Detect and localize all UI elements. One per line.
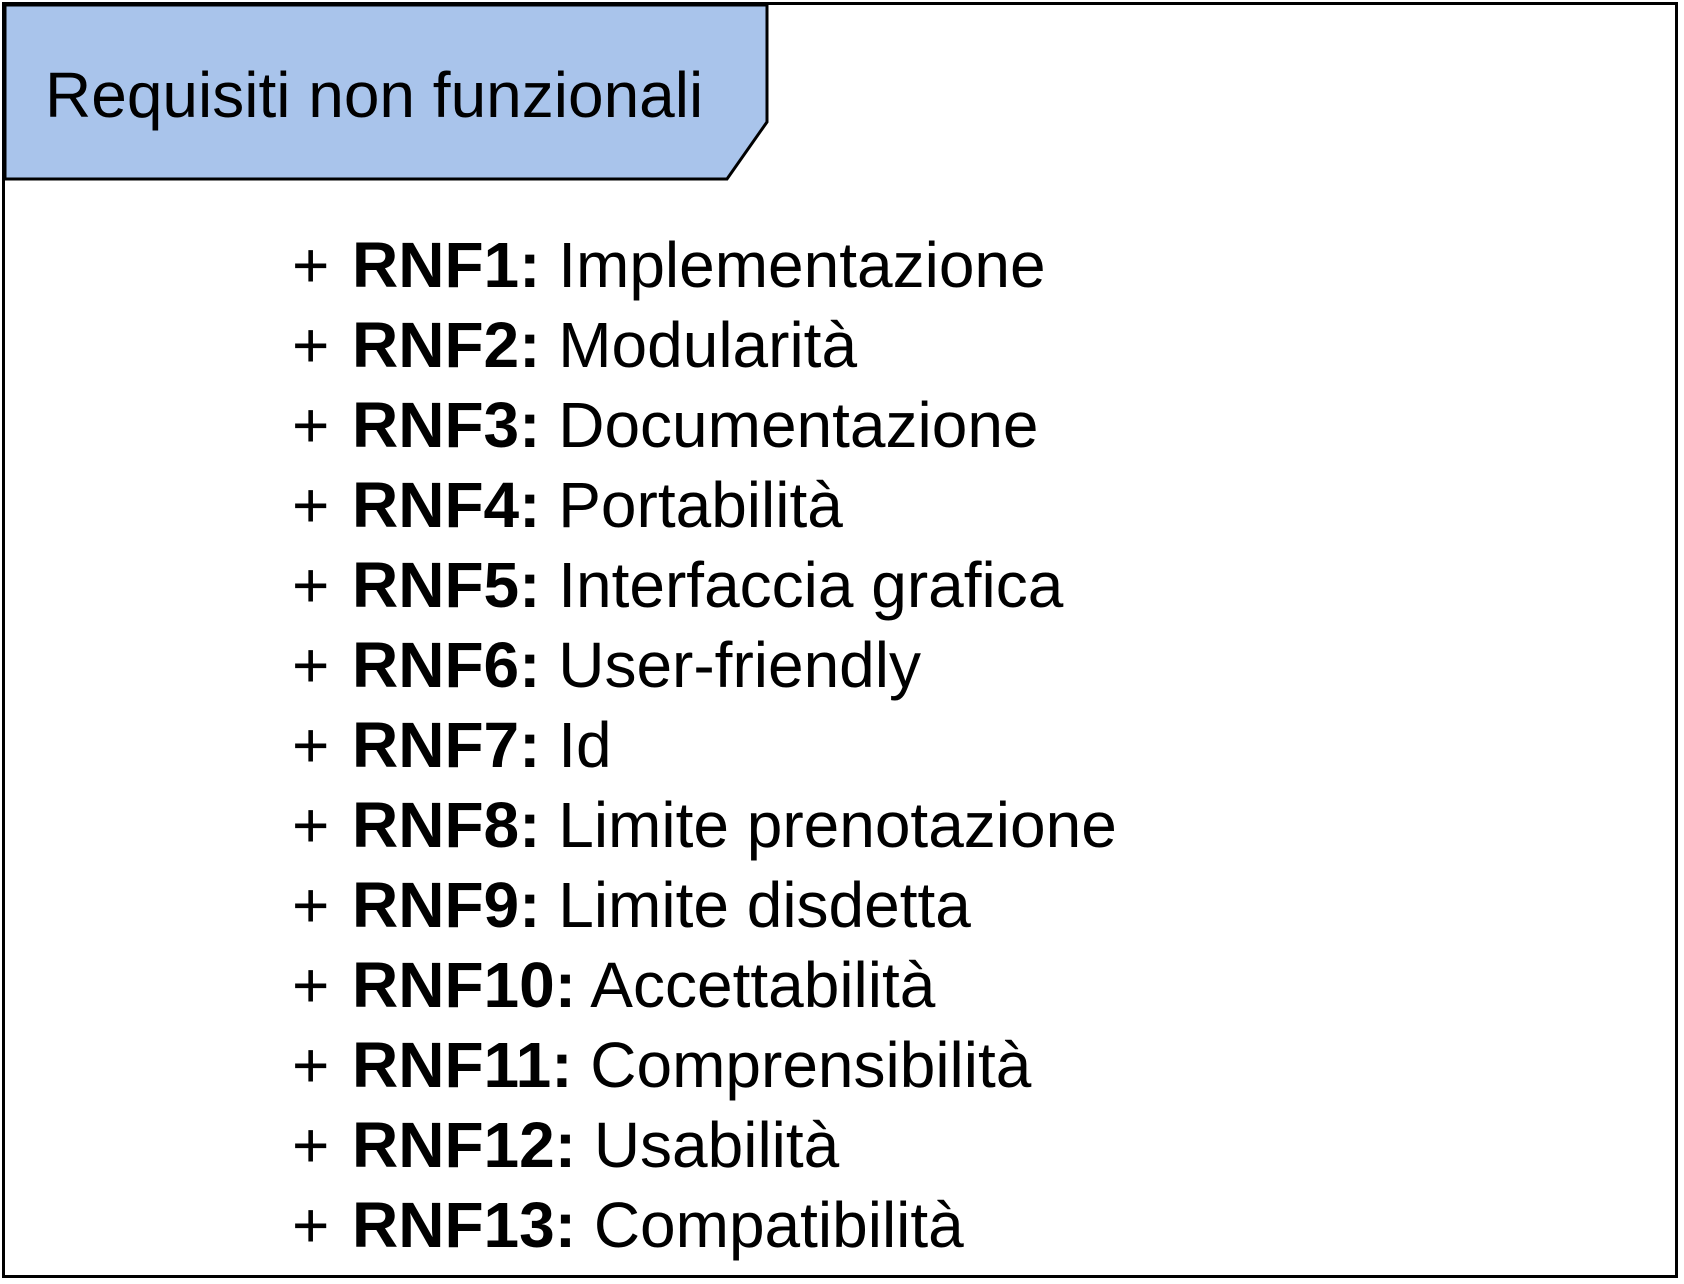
requirement-visibility: + — [292, 629, 330, 701]
requirement-name: Modularità — [558, 309, 858, 381]
requirement-item: + RNF12: Usabilità — [292, 1105, 1117, 1185]
requirement-id: RNF6: — [352, 629, 541, 701]
requirement-name: Compatibilità — [593, 1189, 964, 1261]
requirement-visibility: + — [292, 709, 330, 781]
requirement-visibility: + — [292, 469, 330, 541]
package-title: Requisiti non funzionali — [45, 59, 704, 131]
requirement-item: + RNF7: Id — [292, 705, 1117, 785]
requirement-id: RNF3: — [352, 389, 541, 461]
requirement-name: Documentazione — [558, 389, 1039, 461]
requirement-id: RNF9: — [352, 869, 541, 941]
requirement-name: Implementazione — [558, 229, 1046, 301]
requirement-item: + RNF11: Comprensibilità — [292, 1025, 1117, 1105]
requirement-name: Limite prenotazione — [558, 789, 1117, 861]
requirement-item: + RNF2: Modularità — [292, 305, 1117, 385]
requirement-visibility: + — [292, 1109, 330, 1181]
package-tab-shape — [5, 5, 769, 181]
requirements-list: + RNF1: Implementazione + RNF2: Modularità… — [292, 225, 1117, 1265]
requirement-visibility: + — [292, 949, 330, 1021]
requirement-id: RNF12: — [352, 1109, 577, 1181]
requirement-id: RNF11: — [352, 1029, 573, 1101]
requirement-visibility: + — [292, 869, 330, 941]
requirement-item: + RNF9: Limite disdetta — [292, 865, 1117, 945]
requirement-visibility: + — [292, 789, 330, 861]
requirement-name: Id — [558, 709, 612, 781]
requirement-id: RNF2: — [352, 309, 541, 381]
requirement-name: Limite disdetta — [558, 869, 971, 941]
requirement-id: RNF4: — [352, 469, 541, 541]
requirement-visibility: + — [292, 1029, 330, 1101]
requirement-name: Interfaccia grafica — [558, 549, 1064, 621]
package-tab — [5, 5, 769, 181]
requirement-id: RNF10: — [352, 949, 577, 1021]
requirement-visibility: + — [292, 229, 330, 301]
requirement-item: + RNF13: Compatibilità — [292, 1185, 1117, 1265]
requirement-visibility: + — [292, 1189, 330, 1261]
requirement-visibility: + — [292, 309, 330, 381]
requirement-visibility: + — [292, 389, 330, 461]
requirement-name: Usabilità — [593, 1109, 840, 1181]
requirement-name: Comprensibilità — [590, 1029, 1032, 1101]
requirement-name: User-friendly — [558, 629, 921, 701]
requirement-item: + RNF1: Implementazione — [292, 225, 1117, 305]
requirement-visibility: + — [292, 549, 330, 621]
requirement-item: + RNF10: Accettabilità — [292, 945, 1117, 1025]
requirement-id: RNF8: — [352, 789, 541, 861]
requirement-item: + RNF6: User-friendly — [292, 625, 1117, 705]
requirement-id: RNF7: — [352, 709, 541, 781]
requirement-name: Portabilità — [558, 469, 843, 541]
requirement-item: + RNF8: Limite prenotazione — [292, 785, 1117, 865]
requirement-id: RNF1: — [352, 229, 541, 301]
requirement-id: RNF5: — [352, 549, 541, 621]
requirement-item: + RNF4: Portabilità — [292, 465, 1117, 545]
requirement-id: RNF13: — [352, 1189, 577, 1261]
requirement-item: + RNF3: Documentazione — [292, 385, 1117, 465]
requirement-name: Accettabilità — [590, 949, 936, 1021]
requirement-item: + RNF5: Interfaccia grafica — [292, 545, 1117, 625]
